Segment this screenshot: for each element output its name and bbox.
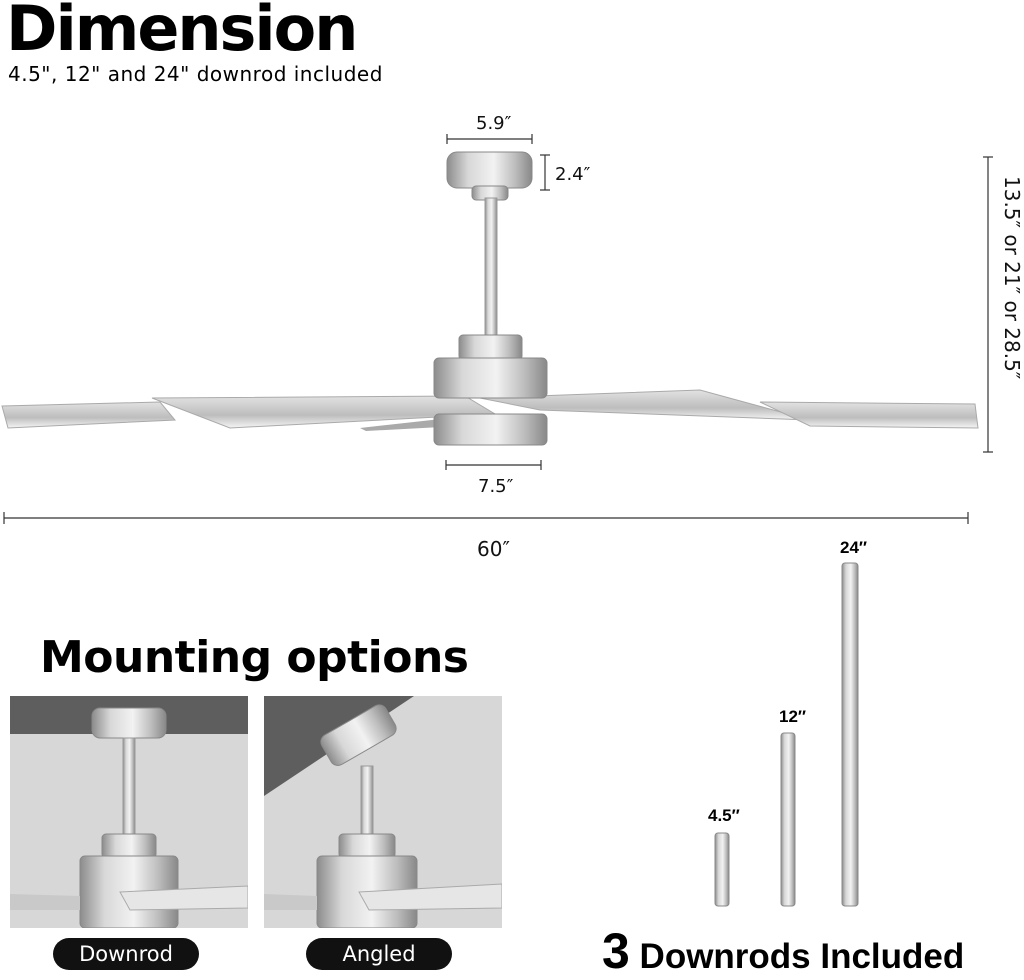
downrod-4-5 [714, 832, 730, 907]
downrods-count: 3 [602, 923, 630, 979]
dimension-overall-height: 13.5″ or 21″ or 28.5″ [1000, 176, 1024, 380]
angled-mount-photo [264, 696, 502, 928]
dimension-canopy-width: 5.9″ [476, 113, 512, 134]
downrod-option-label: Downrod [53, 938, 199, 970]
fan-drawing [1, 134, 993, 524]
downrod [484, 197, 498, 339]
canopy [446, 151, 533, 201]
downrod-length-label: 12″ [779, 707, 807, 726]
fan-blades [1, 389, 979, 431]
downrod-length-label: 24″ [840, 538, 868, 557]
downrod-mount-photo [10, 696, 248, 928]
dimension-motor-width: 7.5″ [478, 476, 514, 497]
downrod-length-label: 4.5″ [708, 806, 740, 825]
downrods-illustration [714, 562, 859, 907]
angled-option-label: Angled [306, 938, 452, 970]
downrods-included-title: 3 Downrods Included [602, 922, 964, 980]
downrod-12 [780, 732, 796, 907]
page-title: Dimension [6, 0, 358, 65]
dimension-lines [3, 134, 993, 524]
page-subtitle: 4.5", 12" and 24" downrod included [8, 62, 383, 86]
motor-housing [433, 334, 548, 446]
downrods-title-text: Downrods Included [629, 937, 965, 976]
dimension-span: 60″ [477, 537, 510, 561]
dimension-canopy-height: 2.4″ [555, 164, 591, 185]
mounting-options-title: Mounting options [40, 632, 469, 683]
downrod-24 [841, 562, 859, 907]
